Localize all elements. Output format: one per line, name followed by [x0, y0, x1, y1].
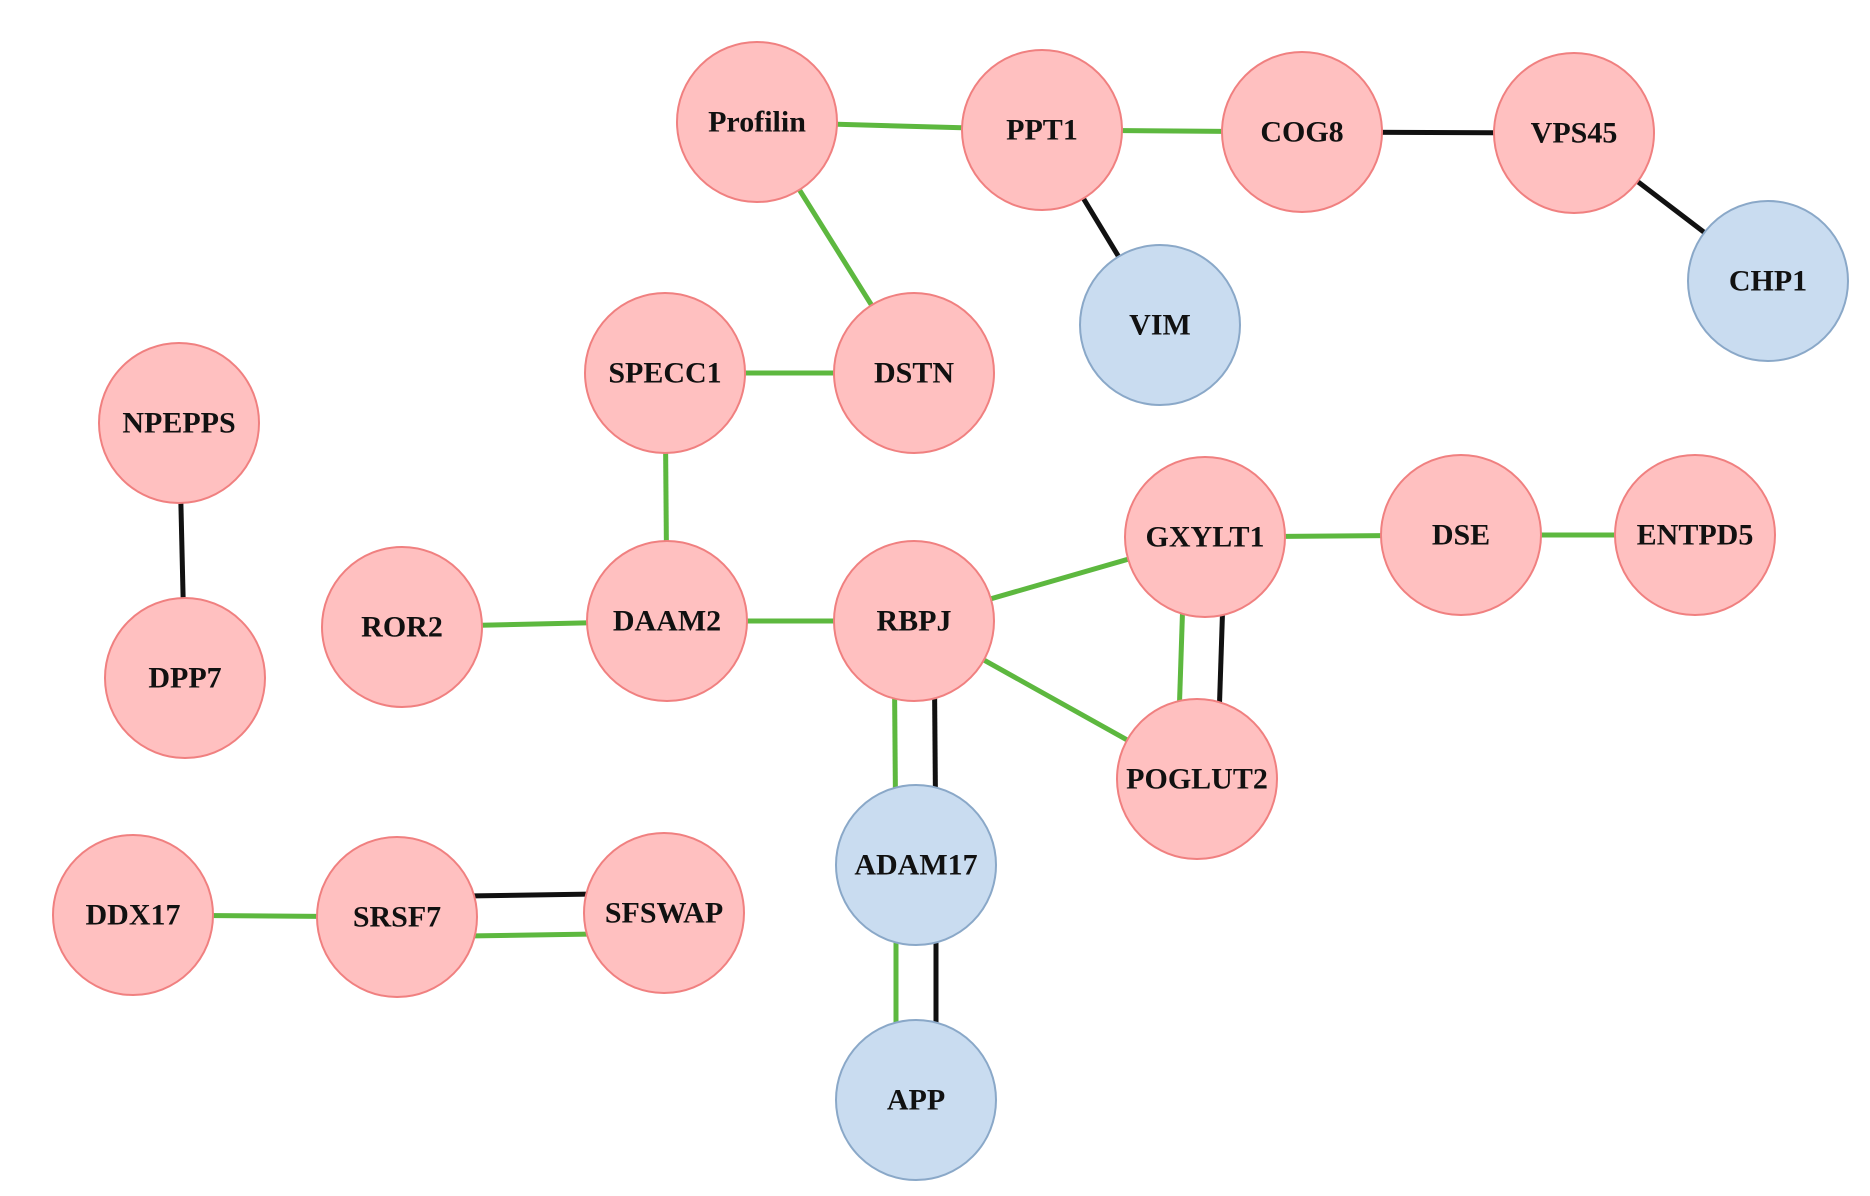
node-label-ENTPD5: ENTPD5 — [1637, 519, 1754, 552]
node-POGLUT2: POGLUT2 — [1116, 698, 1278, 860]
node-CHP1: CHP1 — [1687, 200, 1849, 362]
node-GXYLT1: GXYLT1 — [1124, 456, 1286, 618]
node-circle-DAAM2 — [586, 540, 748, 702]
node-label-DSTN: DSTN — [874, 357, 954, 390]
node-circle-GXYLT1 — [1124, 456, 1286, 618]
node-SFSWAP: SFSWAP — [583, 832, 745, 994]
node-circle-RBPJ — [833, 540, 995, 702]
node-DPP7: DPP7 — [104, 597, 266, 759]
node-circle-NPEPPS — [98, 342, 260, 504]
node-circle-SPECC1 — [584, 292, 746, 454]
node-VIM: VIM — [1079, 244, 1241, 406]
node-label-VPS45: VPS45 — [1531, 117, 1618, 150]
node-label-PPT1: PPT1 — [1006, 114, 1078, 147]
node-label-CHP1: CHP1 — [1729, 265, 1807, 298]
node-label-Profilin: Profilin — [708, 106, 806, 139]
node-Profilin: Profilin — [676, 41, 838, 203]
node-circle-COG8 — [1221, 51, 1383, 213]
node-circle-ENTPD5 — [1614, 454, 1776, 616]
node-label-RBPJ: RBPJ — [877, 605, 952, 638]
node-label-ROR2: ROR2 — [361, 611, 443, 644]
node-ROR2: ROR2 — [321, 546, 483, 708]
node-circle-APP — [835, 1019, 997, 1181]
node-circle-VPS45 — [1493, 52, 1655, 214]
node-label-SFSWAP: SFSWAP — [605, 897, 723, 930]
node-circle-VIM — [1079, 244, 1241, 406]
node-VPS45: VPS45 — [1493, 52, 1655, 214]
node-circle-SFSWAP — [583, 832, 745, 994]
node-circle-DSTN — [833, 292, 995, 454]
node-circle-SRSF7 — [316, 836, 478, 998]
node-label-ADAM17: ADAM17 — [854, 849, 977, 882]
node-circle-DSE — [1380, 454, 1542, 616]
node-SRSF7: SRSF7 — [316, 836, 478, 998]
node-DAAM2: DAAM2 — [586, 540, 748, 702]
node-circle-POGLUT2 — [1116, 698, 1278, 860]
node-label-COG8: COG8 — [1260, 116, 1343, 149]
node-DSTN: DSTN — [833, 292, 995, 454]
node-circle-ROR2 — [321, 546, 483, 708]
node-label-DDX17: DDX17 — [86, 899, 181, 932]
node-label-GXYLT1: GXYLT1 — [1146, 521, 1265, 554]
node-APP: APP — [835, 1019, 997, 1181]
node-circle-DDX17 — [52, 834, 214, 996]
node-label-DSE: DSE — [1432, 519, 1490, 552]
node-label-VIM: VIM — [1129, 309, 1191, 342]
node-ENTPD5: ENTPD5 — [1614, 454, 1776, 616]
node-PPT1: PPT1 — [961, 49, 1123, 211]
node-circle-PPT1 — [961, 49, 1123, 211]
node-ADAM17: ADAM17 — [835, 784, 997, 946]
node-DSE: DSE — [1380, 454, 1542, 616]
node-label-APP: APP — [887, 1084, 945, 1117]
node-label-SRSF7: SRSF7 — [353, 901, 441, 934]
node-label-POGLUT2: POGLUT2 — [1126, 763, 1268, 796]
node-circle-Profilin — [676, 41, 838, 203]
node-circle-ADAM17 — [835, 784, 997, 946]
node-label-NPEPPS: NPEPPS — [122, 407, 235, 440]
node-NPEPPS: NPEPPS — [98, 342, 260, 504]
node-label-SPECC1: SPECC1 — [608, 357, 721, 390]
node-circle-DPP7 — [104, 597, 266, 759]
node-SPECC1: SPECC1 — [584, 292, 746, 454]
node-label-DPP7: DPP7 — [148, 662, 221, 695]
node-COG8: COG8 — [1221, 51, 1383, 213]
node-RBPJ: RBPJ — [833, 540, 995, 702]
node-circle-CHP1 — [1687, 200, 1849, 362]
node-DDX17: DDX17 — [52, 834, 214, 996]
node-label-DAAM2: DAAM2 — [613, 605, 721, 638]
